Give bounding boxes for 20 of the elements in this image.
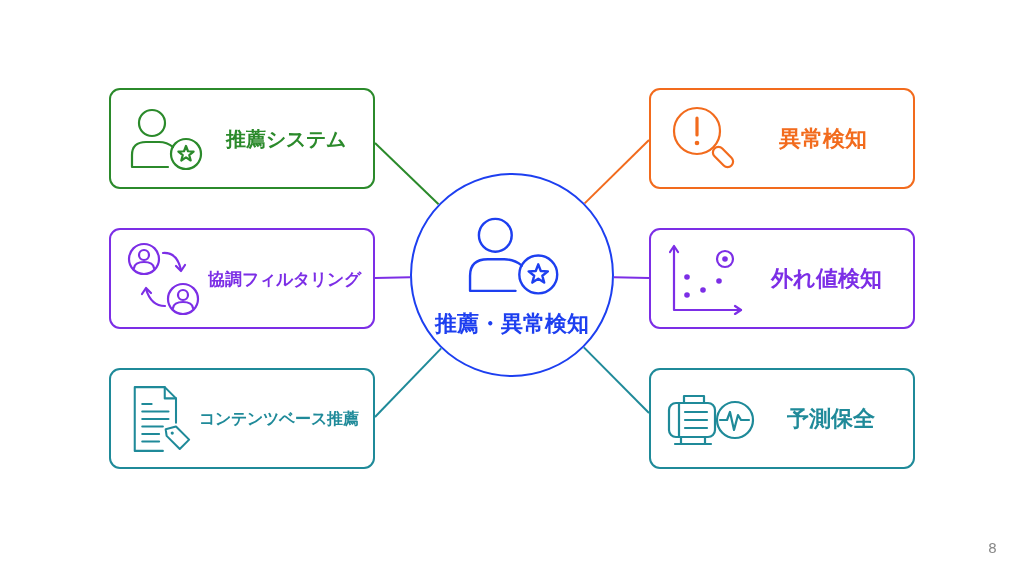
topic-box xyxy=(109,228,375,329)
topic-box xyxy=(649,228,915,329)
page-number: 8 xyxy=(988,539,997,557)
topic-box xyxy=(109,88,375,189)
connector-line xyxy=(583,139,650,205)
node-label: 推薦・異常検知 xyxy=(435,311,589,336)
topic-box xyxy=(109,368,375,469)
node-label: 協調フィルタリング xyxy=(207,268,361,289)
topic-box xyxy=(649,88,915,189)
connector-line xyxy=(374,347,443,418)
topic-box xyxy=(649,368,915,469)
node-label: 推薦システム xyxy=(225,126,346,151)
node-label: 外れ値検知 xyxy=(770,265,882,291)
node-label: 予測保全 xyxy=(787,405,875,431)
connector-line xyxy=(374,276,411,279)
connector-line xyxy=(582,346,650,414)
node-label: コンテンツベース推薦 xyxy=(199,408,359,428)
connector-line xyxy=(613,276,650,279)
node-label: 異常検知 xyxy=(778,125,867,151)
connector-line xyxy=(374,142,440,206)
